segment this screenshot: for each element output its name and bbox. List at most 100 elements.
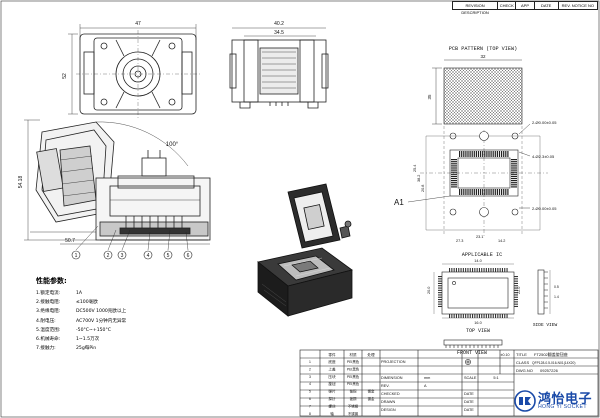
pad	[473, 151, 475, 157]
pad	[492, 268, 494, 272]
pad	[507, 151, 509, 157]
ic-front-view	[443, 339, 503, 348]
pad	[449, 314, 451, 318]
tb-dimension: DIMENSION	[381, 376, 403, 380]
tb-unit: mm	[424, 376, 430, 380]
pad	[467, 314, 469, 318]
pad	[505, 151, 507, 157]
spec-row: 6.机械寿命:1~1.5万次	[36, 335, 156, 344]
part-material: 不锈钢	[348, 403, 359, 408]
tb-dwg-value: 09257226	[540, 368, 559, 373]
spec-row: 5.温度范围:-50°C~+150°C	[36, 326, 156, 335]
pad	[459, 151, 461, 157]
pad	[496, 189, 498, 195]
pad	[484, 189, 486, 195]
pad	[499, 314, 501, 318]
dim-ic-1: 14.0	[474, 259, 481, 263]
pad	[490, 151, 492, 157]
pad	[438, 285, 442, 287]
pad	[490, 189, 492, 195]
pad	[459, 189, 461, 195]
pad	[514, 278, 518, 280]
pad	[438, 276, 442, 278]
pad	[481, 314, 483, 318]
pcb-pattern-title: PCB PATTERN (TOP VIEW)	[449, 46, 518, 52]
hole-label-3: 2-Ø0.00±0.05	[532, 206, 557, 211]
pad	[478, 314, 480, 318]
tb-title-label: TITLE	[516, 352, 527, 357]
tb-dwg-label: DWG.NO	[516, 368, 533, 373]
pad	[511, 163, 517, 165]
pad	[469, 314, 471, 318]
pad	[438, 299, 442, 301]
top-view-label: TOP VIEW	[466, 328, 490, 334]
pad	[488, 189, 490, 195]
pad	[485, 314, 487, 318]
pad	[451, 180, 457, 182]
tb-projection: PROJECTION	[381, 360, 406, 364]
spec-value: DC500V 1000兆欧以上	[76, 309, 127, 315]
dim-ic-4: 22.0	[517, 287, 521, 294]
dim-ic-3: 16.0	[474, 321, 481, 325]
pad	[451, 268, 453, 272]
tb-class-label: CLASS	[516, 360, 529, 365]
pad	[438, 294, 442, 296]
pad	[504, 268, 506, 272]
pad	[499, 268, 501, 272]
pad	[514, 296, 518, 298]
part-index: 8	[309, 412, 311, 416]
pad	[438, 278, 442, 280]
applicable-ic-top-view	[433, 263, 515, 319]
side-view-label: SIDE VIEW	[533, 322, 558, 328]
pad	[511, 180, 517, 182]
pad	[469, 189, 471, 195]
pad	[496, 151, 498, 157]
pad	[465, 189, 467, 195]
dim-pcb-1: 25.4	[413, 165, 417, 172]
pad	[490, 314, 492, 318]
tb-date-3: DATE	[464, 408, 474, 412]
pad	[473, 189, 475, 195]
pad	[483, 314, 485, 318]
part-index: 4	[309, 382, 311, 386]
tb-drawn: DRAWN	[381, 400, 395, 404]
pad	[451, 169, 457, 171]
pad	[451, 167, 457, 169]
pad	[477, 151, 480, 157]
pad	[514, 282, 518, 284]
tb-title-value: FT2502翻盖旋钮座	[534, 351, 568, 357]
pad	[438, 289, 442, 291]
part-name: 弹片	[328, 389, 336, 394]
pad	[451, 165, 457, 167]
part-name: 旋钮	[328, 381, 336, 386]
callout-6: 6	[187, 253, 190, 259]
spec-row: 3.绝缘电阻:DC500V 1000兆欧以上	[36, 307, 156, 316]
tb-class-value: QFP128-0.5-016-N01(14X20)	[532, 361, 575, 365]
pad	[451, 314, 453, 318]
rev-header-date: DATE	[535, 2, 559, 9]
pad	[438, 292, 442, 294]
spec-value: AC700V 1分钟内无异常	[76, 318, 127, 324]
pcb-footprint	[407, 123, 548, 236]
dim-pcb-height: 35	[427, 94, 432, 100]
pad	[480, 151, 482, 157]
spec-title: 性能参数:	[36, 277, 67, 285]
pad	[465, 314, 467, 318]
pad	[511, 165, 517, 167]
pad	[451, 173, 457, 175]
spec-value: 1A	[76, 291, 83, 296]
pad	[480, 189, 482, 195]
pad	[438, 303, 442, 305]
part-treatment: 镀金	[368, 396, 375, 401]
pad	[472, 314, 474, 318]
pad	[495, 268, 497, 272]
tb-date-2: DATE	[464, 400, 474, 404]
pad	[486, 151, 488, 157]
pad	[503, 151, 505, 157]
dim-top-width: 47	[135, 21, 141, 27]
revision-table: REVISION DESCRIPTION CHECK APP DATE REV.…	[452, 1, 598, 15]
spec-row: 4.耐电压:AC700V 1分钟内无异常	[36, 317, 156, 326]
hole-label-2: 4-Ø2.3±0.05	[532, 154, 555, 159]
pad	[511, 171, 517, 173]
tb-tolerance: ±0.10	[501, 353, 510, 357]
